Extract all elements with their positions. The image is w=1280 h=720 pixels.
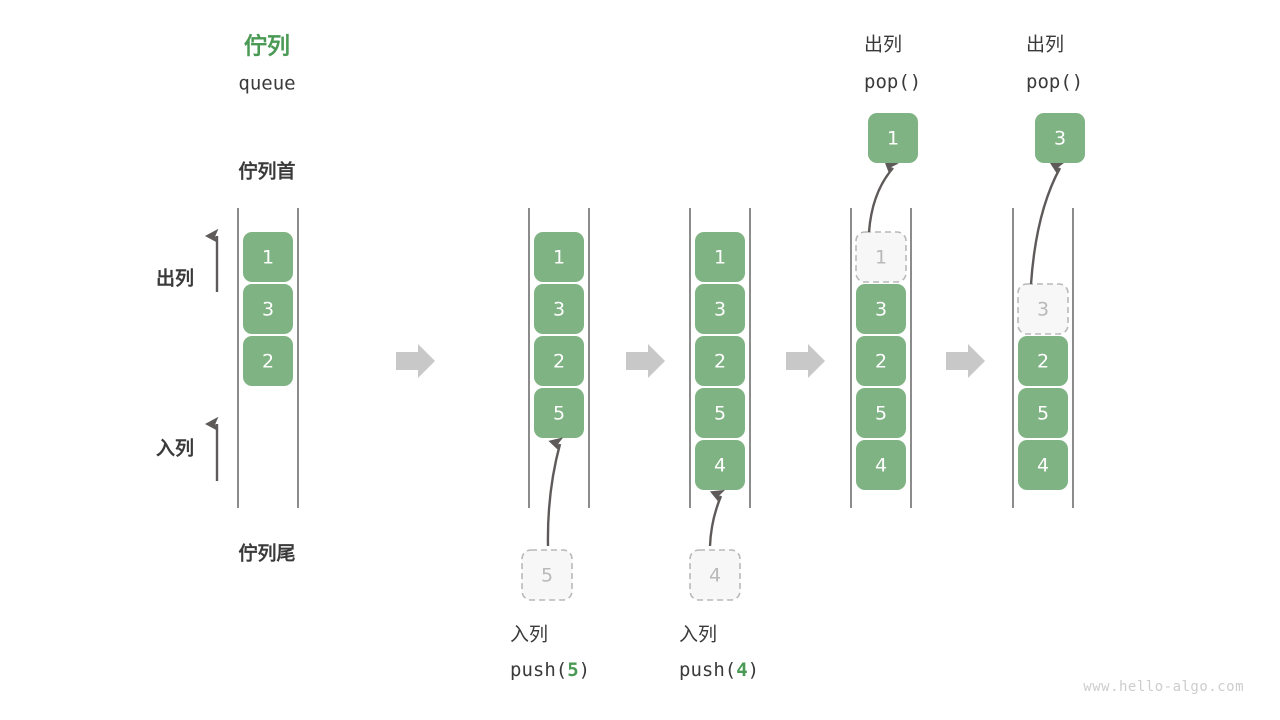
col-push5-op-label-cn: 入列 (510, 624, 548, 646)
col-push4-cell-1-value: 3 (714, 299, 726, 321)
col-initial-cell-1-value: 3 (262, 299, 274, 321)
col-pop3-cell-2[interactable] (1018, 336, 1068, 386)
col-pop3-op-label-cn: 出列 (1026, 34, 1064, 56)
title-cn: 佇列 (244, 33, 290, 60)
col-pop3-cell-3-value: 5 (1037, 403, 1049, 425)
col-push5-cell-1[interactable] (534, 284, 584, 334)
col-push4-cell-3[interactable] (695, 388, 745, 438)
col-push4-op-label-code: push(4) (679, 659, 759, 681)
dequeue-arrow-label: 出列 (156, 267, 194, 290)
watermark: www.hello-algo.com (1083, 679, 1244, 695)
queue-head-label: 佇列首 (238, 160, 295, 183)
col-pop1-cell-3-value: 5 (875, 403, 887, 425)
queue-state-after-push-5: 1 3 2 5 5 入列 push(5) (510, 208, 590, 681)
flow-arrow-3 (786, 344, 825, 378)
col-pop1-cell-2-value: 2 (875, 351, 887, 373)
col-pop1-cell-0-value: 1 (875, 247, 887, 269)
col-pop1-cell-1[interactable] (856, 284, 906, 334)
popped-value-3[interactable] (1035, 113, 1085, 163)
col-initial-cell-1[interactable] (243, 284, 293, 334)
col-pop3-cell-4-value: 4 (1037, 455, 1049, 477)
col-pop1-motion-arrow (867, 160, 899, 233)
col-pop3-cell-3[interactable] (1018, 388, 1068, 438)
col-pop1-op-label-code: pop() (864, 71, 921, 93)
col-push5-incoming-ghost[interactable] (521, 549, 573, 601)
col-initial-cell-0-value: 1 (262, 247, 274, 269)
col-pop3-cell-4[interactable] (1018, 440, 1068, 490)
col-push4-cell-4-value: 4 (714, 455, 726, 477)
dequeue-arrow: 出列 (156, 228, 219, 292)
col-initial-cell-0[interactable] (243, 232, 293, 282)
enqueue-arrow: 入列 (156, 416, 219, 481)
col-push4-incoming-ghost-value: 4 (709, 565, 721, 587)
col-pop1-cell-3[interactable] (856, 388, 906, 438)
queue-state-after-pop-1: 1 3 2 5 4 出列 pop() 1 (850, 34, 921, 508)
col-push5-motion-arrow (546, 437, 564, 547)
col-push4-motion-arrow (708, 489, 726, 547)
col-push4-op-label-cn: 入列 (679, 624, 717, 646)
col-push5-cell-2[interactable] (534, 336, 584, 386)
col-pop1-cell-1-value: 3 (875, 299, 887, 321)
col-push4-cell-2-value: 2 (714, 351, 726, 373)
col-initial-cell-2[interactable] (243, 336, 293, 386)
col-initial-cell-2-value: 2 (262, 351, 274, 373)
queue-state-initial: 1 3 2 (237, 208, 299, 508)
col-push5-cell-2-value: 2 (553, 351, 565, 373)
col-pop3-cell-1-value: 3 (1037, 299, 1049, 321)
queue-state-after-push-4: 1 3 2 5 4 4 入列 push(4) (679, 208, 759, 681)
flow-arrow-layer (396, 344, 985, 378)
col-push5-cell-1-value: 3 (553, 299, 565, 321)
flow-arrow-1 (396, 344, 435, 378)
figure-title: 佇列 queue (238, 33, 295, 95)
flow-arrow-4 (946, 344, 985, 378)
popped-value-1-label: 1 (887, 128, 899, 150)
col-push5-incoming-ghost-value: 5 (541, 565, 553, 587)
col-push4-cell-4[interactable] (695, 440, 745, 490)
col-push5-op-label-code: push(5) (510, 659, 590, 681)
title-en: queue (238, 73, 295, 95)
col-pop3-cell-1-ghost[interactable] (1017, 283, 1069, 335)
col-pop3-op-label-code: pop() (1026, 71, 1083, 93)
col-push4-incoming-ghost[interactable] (689, 549, 741, 601)
col-pop3-cell-2-value: 2 (1037, 351, 1049, 373)
flow-arrow-2 (626, 344, 665, 378)
col-pop1-op-label-cn: 出列 (864, 34, 902, 56)
col-push4-cell-2[interactable] (695, 336, 745, 386)
enqueue-arrow-label: 入列 (156, 438, 194, 460)
col-push5-cell-3[interactable] (534, 388, 584, 438)
col-push4-cell-0[interactable] (695, 232, 745, 282)
col-push5-cell-3-value: 5 (553, 403, 565, 425)
col-pop1-cell-4-value: 4 (875, 455, 887, 477)
col-push4-cell-1[interactable] (695, 284, 745, 334)
col-pop1-cell-0-ghost[interactable] (855, 231, 907, 283)
queue-tail-label: 佇列尾 (238, 542, 295, 565)
queue-state-after-pop-3: 3 2 5 4 出列 pop() 3 (1012, 34, 1085, 508)
popped-value-3-label: 3 (1054, 128, 1066, 150)
col-pop1-cell-2[interactable] (856, 336, 906, 386)
col-push4-cell-0-value: 1 (714, 247, 726, 269)
popped-value-1[interactable] (868, 113, 918, 163)
col-push5-cell-0[interactable] (534, 232, 584, 282)
col-pop1-cell-4[interactable] (856, 440, 906, 490)
queue-column-layer: 1 3 2 1 3 2 5 5 入列 push(5) 1 3 2 5 4 4 入列 push(4) 1 3 2 5 4 出列 p… (237, 34, 1085, 681)
col-push5-cell-0-value: 1 (553, 247, 565, 269)
col-pop3-motion-arrow (1029, 162, 1065, 285)
col-push4-cell-3-value: 5 (714, 403, 726, 425)
